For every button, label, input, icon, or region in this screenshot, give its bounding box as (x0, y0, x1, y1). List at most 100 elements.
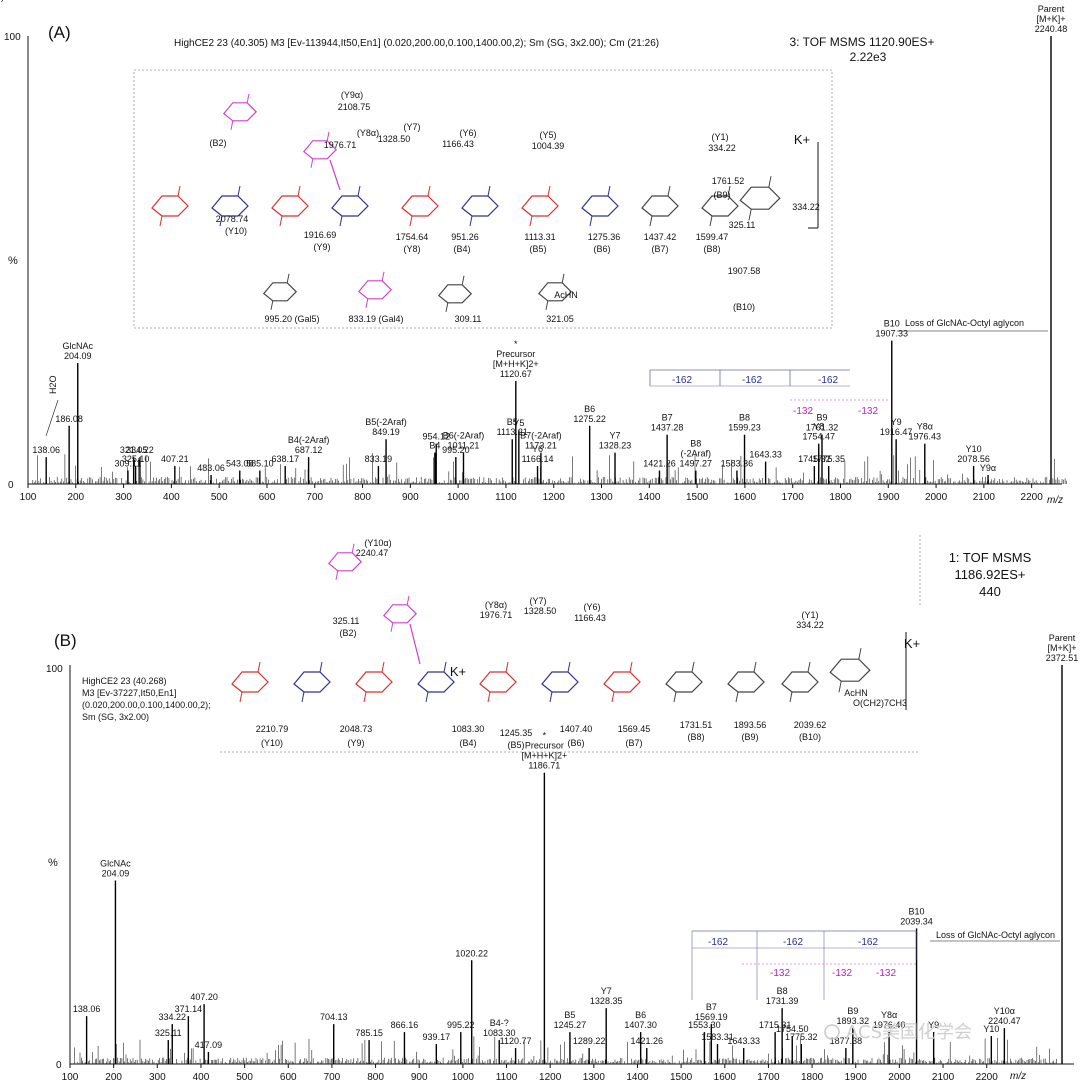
peak-label-b-13: B4-?1083.30 (483, 1018, 516, 1038)
x-tick-label-a-1700: 1700 (782, 492, 805, 503)
struct-label-b-20: 1245.35 (500, 728, 533, 738)
struct-label-a-8: 1166.43 (442, 139, 474, 149)
x-tick-label-b-1100: 1100 (496, 1072, 518, 1081)
x-tick-label-b-1200: 1200 (539, 1072, 562, 1081)
x-tick-label-b-700: 700 (324, 1072, 341, 1081)
peak-label-a-4: 321.05 (120, 445, 148, 455)
peak-label-a-6: 334.22 (126, 445, 154, 455)
loss-132-a2: -132 (858, 406, 878, 417)
loss-132-b2: -132 (832, 968, 852, 979)
struct-label-a-13: K+ (794, 132, 810, 147)
peak-label-b-7: 704.13 (320, 1012, 348, 1022)
struct-label-b-27: (B8) (687, 732, 704, 742)
struct-label-a-16: 1916.69 (304, 230, 337, 240)
panel-a-y-top-label: 100 (4, 32, 21, 43)
panel-a-structure-labels: (Y9α)2108.75(B2)(Y8α)1976.71(Y7)1328.50(… (0, 0, 820, 324)
struct-label-b-16: 2048.73 (340, 724, 373, 734)
x-tick-label-a-1400: 1400 (638, 492, 661, 503)
struct-label-b-30: 2039.62 (794, 720, 827, 730)
peak-label-a-17: 995.20 (442, 445, 470, 455)
panel-b-tag: (B) (54, 631, 77, 650)
struct-label-b-29: (B9) (741, 732, 758, 742)
x-tick-label-b-1600: 1600 (714, 1072, 737, 1081)
struct-label-b-25: (B7) (625, 738, 642, 748)
x-tick-label-b-2100: 2100 (932, 1072, 955, 1081)
peak-label-b-20: 1421.26 (630, 1036, 663, 1046)
struct-label-a-42: AcNH (0, 0, 12, 2)
struct-label-a-37: 321.05 (546, 314, 574, 324)
peak-label-b-15: *Precursor[M+H+K]2+1186.71 (521, 731, 567, 771)
loss-162-a3: -162 (818, 375, 838, 386)
panel-a-ylabel: % (8, 255, 18, 267)
struct-label-a-40: AcHN (554, 290, 578, 300)
peak-label-a-28: B8(-2Araf)1497.27 (680, 439, 713, 469)
peak-label-b-23: 1583.31 (701, 1032, 734, 1042)
x-tick-label-b-200: 200 (105, 1072, 122, 1081)
peak-label-b-8: 785.15 (355, 1028, 383, 1038)
peak-label-a-16: 954.12 (422, 432, 450, 442)
struct-label-b-0: (Y10α) (364, 538, 391, 548)
peak-label-b-12: 1020.22 (455, 948, 488, 958)
struct-label-a-23: (B5) (529, 244, 546, 254)
struct-label-a-38: 325.11 (729, 220, 756, 230)
panel-b-structure-inset: (Y10α)2240.47(Y8α)1976.71(Y7)1328.50(Y6)… (220, 538, 920, 753)
struct-label-b-6: (Y6) (583, 602, 600, 612)
struct-label-a-12: 334.22 (708, 143, 736, 153)
struct-label-a-11: (Y1) (711, 132, 728, 142)
struct-label-a-29: (B8) (703, 244, 720, 254)
panel-b-ylabel: % (48, 857, 58, 869)
x-tick-label-a-1300: 1300 (590, 492, 613, 503)
peak-label-b-6: 417.09 (195, 1040, 223, 1050)
panel-a-tag: (A) (48, 23, 71, 42)
loss-162-b2: -162 (783, 937, 803, 948)
x-tick-label-a-1000: 1000 (447, 492, 470, 503)
panel-b-xlabel: m/z (1010, 1071, 1026, 1081)
peak-label-b-0: 138.06 (73, 1004, 101, 1014)
panel-a-glycan-chain (151, 93, 819, 312)
struct-label-a-32: 1907.58 (728, 266, 761, 276)
peak-label-b-29: 1877.38 (830, 1036, 863, 1046)
struct-label-b-12: K+ (450, 664, 466, 679)
struct-label-b-26: 1731.51 (680, 720, 713, 730)
struct-label-b-31: (B10) (799, 732, 821, 742)
struct-label-a-35: 833.19 (Gal4) (348, 314, 403, 324)
peak-label-a-35: 1775.35 (812, 454, 845, 464)
x-tick-label-a-900: 900 (402, 492, 419, 503)
loss-aglycon-a: Loss of GlcNAc-Octyl aglycon (905, 318, 1024, 328)
struct-label-a-28: 1599.47 (696, 232, 729, 242)
x-tick-label-b-1500: 1500 (670, 1072, 693, 1081)
peak-label-a-7: 407.21 (161, 454, 189, 464)
x-tick-label-a-1800: 1800 (829, 492, 852, 503)
x-tick-label-a-300: 300 (115, 492, 132, 503)
peak-label-b-36: Parent[M+K]+2372.51 (1046, 633, 1079, 663)
peak-label-a-20: *Precursor[M+H+K]2+1120.67 (493, 339, 539, 379)
x-tick-label-b-1800: 1800 (801, 1072, 824, 1081)
struct-label-b-21: (B5) (507, 740, 524, 750)
loss-132-a1: -132 (793, 406, 813, 417)
peak-label-a-29: 1583.36 (721, 459, 754, 469)
watermark: ACS美国化学会 (824, 1022, 972, 1043)
struct-label-a-10: 1004.39 (532, 141, 565, 151)
struct-label-b-10: 325.11 (333, 616, 360, 626)
struct-label-a-7: (Y6) (459, 128, 476, 138)
struct-label-a-4: 1976.71 (324, 140, 357, 150)
x-tick-label-a-1200: 1200 (543, 492, 566, 503)
panel-b-header-4: Sm (SG, 3x2.00) (82, 712, 149, 722)
x-tick-label-b-1300: 1300 (583, 1072, 606, 1081)
x-tick-label-b-500: 500 (236, 1072, 253, 1081)
peak-label-b-27: 1754.50 (776, 1024, 809, 1034)
struct-label-b-14: 2210.79 (256, 724, 289, 734)
